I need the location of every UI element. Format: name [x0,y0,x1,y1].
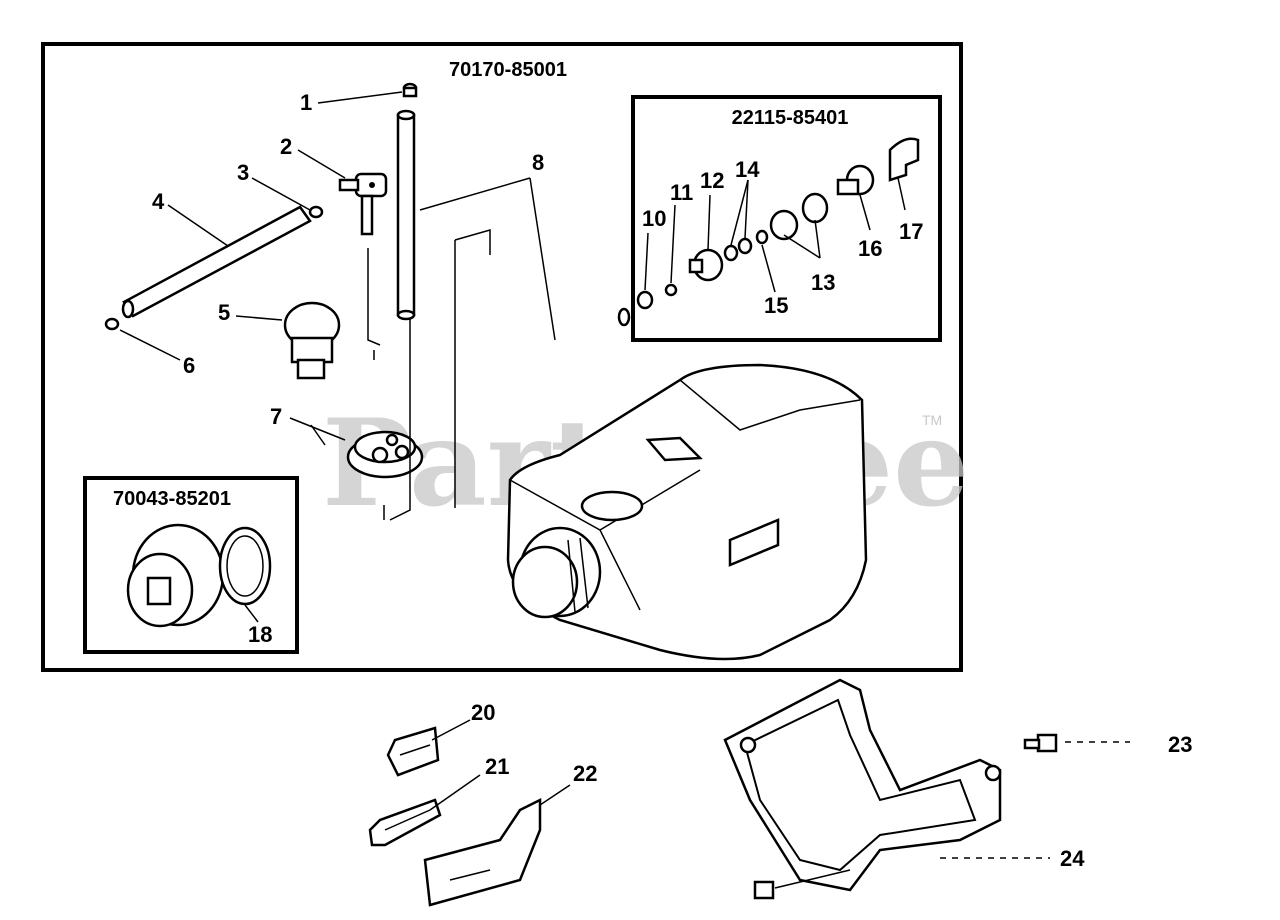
part-15 [755,229,769,245]
callout-6: 6 [183,353,195,378]
part-17 [888,137,920,182]
main-assembly-number: 70170-85001 [449,59,567,81]
callout-2: 2 [280,134,292,159]
part-4-fuel-line [121,205,312,319]
carb-kit-number: 22115-85401 [732,107,849,129]
part-8-fuel-line [482,299,631,377]
callout-4: 4 [152,189,165,214]
part-6-grommet [104,317,120,331]
cap-kit-frame [83,476,299,654]
part-11 [664,283,678,297]
part-12 [688,248,724,282]
callout-22: 22 [573,761,597,786]
callout-10: 10 [642,206,666,231]
callout-8: 8 [532,150,544,175]
callout-18: 18 [248,622,272,647]
part-10 [636,290,654,310]
part-2-elbow-fitting [338,172,388,236]
callout-21: 21 [485,754,509,779]
callout-1: 1 [300,90,312,115]
main-assembly-frame [41,42,963,672]
leader-lines [119,91,1130,889]
fuel-tank [506,363,868,661]
lower-screw [753,880,775,900]
callout-20: 20 [471,700,495,725]
callout-15: 15 [764,293,788,318]
carb-kit-parts [636,137,920,310]
part-21 [368,798,442,847]
callout-13: 13 [811,270,835,295]
callout-11: 11 [670,180,693,205]
part-13 [769,192,829,241]
part-14b [737,237,753,255]
callout-3: 3 [237,160,249,185]
callout-14: 14 [735,157,760,182]
fuel-cap [126,523,272,628]
callout-5: 5 [218,300,230,325]
callout-7: 7 [270,404,282,429]
guide-lines [310,229,612,521]
part-5-fuel-filter [283,301,341,380]
vertical-fuel-tube [396,109,416,321]
part-20 [386,726,440,777]
callout-12: 12 [700,168,724,193]
part-14a [723,244,739,262]
part-23-screw [1023,733,1058,753]
part-1-cap [402,82,418,98]
cap-kit-number: 70043-85201 [113,488,231,510]
part-22 [423,797,542,907]
callout-16: 16 [858,236,882,261]
tank-neck [511,526,602,619]
part-7-tank-grommet [346,430,424,479]
part-24-bracket [723,678,1002,892]
part-16 [836,164,875,196]
callout-24: 24 [1060,846,1085,871]
carb-kit-frame [631,95,942,342]
watermark-trademark: TM [922,412,942,428]
callout-23: 23 [1168,732,1192,757]
part-3-grommet [308,205,324,219]
callout-17: 17 [899,219,923,244]
